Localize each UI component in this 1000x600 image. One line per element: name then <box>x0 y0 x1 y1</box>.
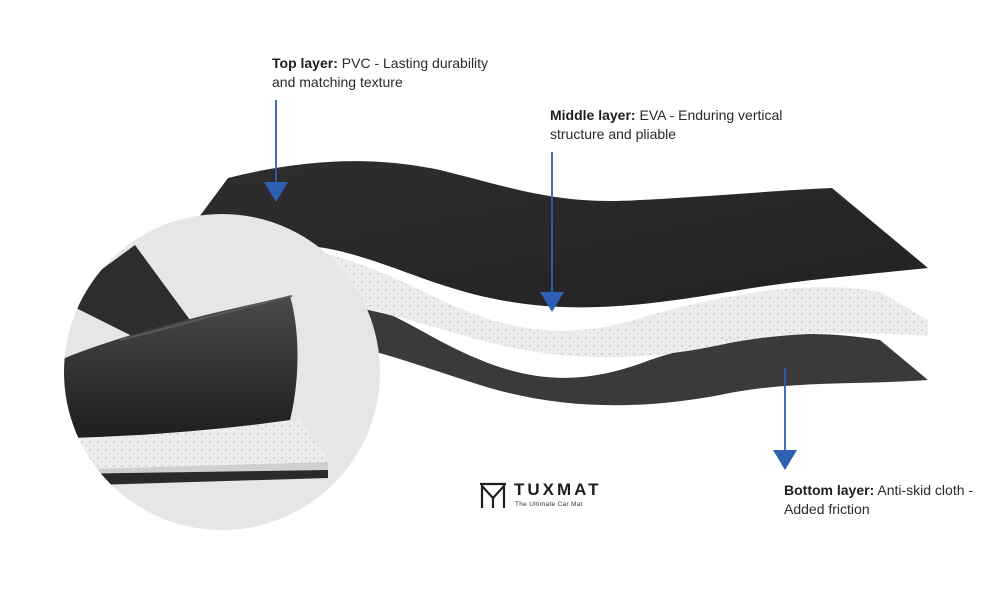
bottom-layer-callout: Bottom layer: Anti-skid cloth - Added fr… <box>784 481 984 519</box>
top-layer-callout: Top layer: PVC - Lasting durability and … <box>272 54 512 92</box>
tuxmat-logo-icon <box>480 482 506 508</box>
logo-brand: TUXMAT <box>514 480 602 499</box>
logo-tagline: The Ultimate Car Mat <box>515 501 583 508</box>
middle-layer <box>190 239 928 358</box>
top-layer-description: PVC - Lasting durability and matching te… <box>272 55 489 90</box>
tuxmat-logo: TUXMAT The Ultimate Car Mat <box>478 480 618 512</box>
bottom-layer-title: Bottom layer: <box>784 482 875 498</box>
top-layer <box>185 161 928 308</box>
middle-layer-callout: Middle layer: EVA - Enduring vertical st… <box>550 106 790 144</box>
bottom-layer-arrow <box>773 368 797 470</box>
top-layer-arrow <box>264 100 288 202</box>
middle-layer-title: Middle layer: <box>550 107 636 123</box>
inset-zoom <box>64 214 380 530</box>
bottom-layer <box>190 274 928 406</box>
top-layer-title: Top layer: <box>272 55 338 71</box>
middle-layer-arrow <box>540 152 564 312</box>
bottom-layer-description: Anti-skid cloth - Added friction <box>784 482 974 517</box>
middle-layer-description: EVA - Enduring vertical structure and pl… <box>550 107 783 142</box>
